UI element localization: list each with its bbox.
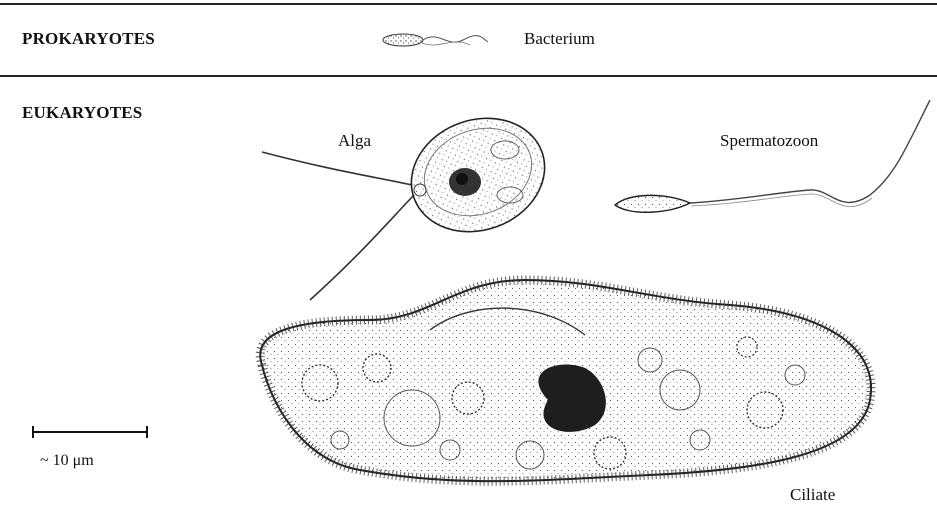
alga-drawing (262, 100, 561, 300)
ciliate-drawing (260, 280, 871, 481)
scale-bar (33, 426, 147, 438)
scale-bar-label: ~ 10 μm (40, 452, 94, 470)
spermatozoon-drawing (615, 100, 930, 212)
bacterium-drawing (383, 34, 488, 46)
